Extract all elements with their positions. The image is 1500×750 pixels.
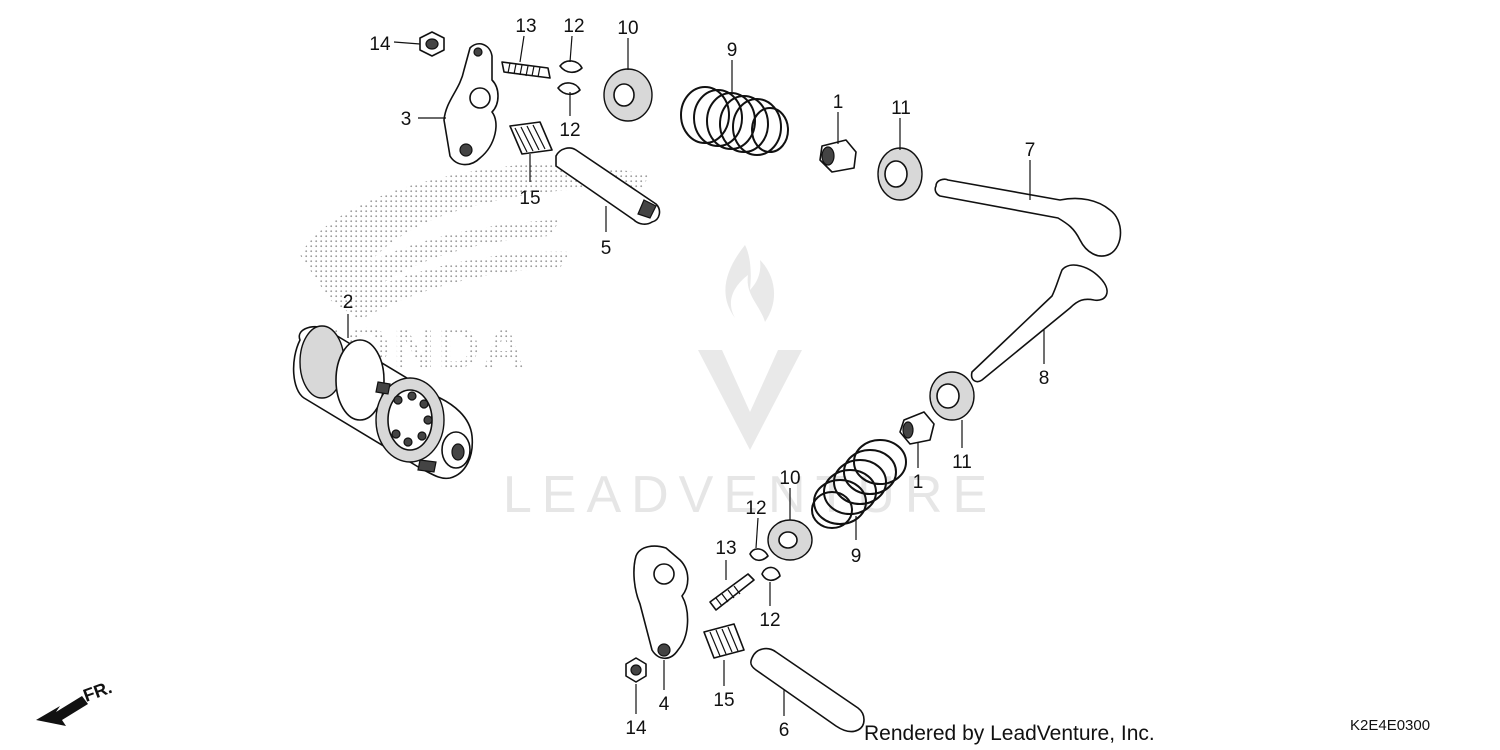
callout-9-top: 9 bbox=[727, 40, 738, 61]
callout-9-bottom: 9 bbox=[851, 546, 862, 567]
leader-lines bbox=[347, 35, 1045, 716]
callout-10-top: 10 bbox=[617, 18, 638, 39]
rocker-shaft-bottom bbox=[750, 647, 865, 733]
valve-stem-seal-bottom bbox=[899, 411, 935, 445]
callout-12-bottom-upper: 12 bbox=[745, 498, 766, 519]
leadventure-watermark: LEADVENTURE bbox=[503, 245, 997, 524]
nut-bottom bbox=[625, 657, 647, 683]
spring-retainer-bottom bbox=[767, 519, 813, 561]
callout-14-bottom: 14 bbox=[625, 718, 647, 739]
watermark-text: LEADVENTURE bbox=[503, 466, 997, 524]
callout-13-top: 13 bbox=[515, 16, 536, 37]
rocker-shaft-top bbox=[555, 147, 661, 225]
valve-spring-top bbox=[680, 86, 789, 156]
rocker-arm-top bbox=[443, 43, 499, 166]
render-credit: Rendered by LeadVenture, Inc. bbox=[864, 722, 1155, 745]
callout-1-bottom: 1 bbox=[913, 472, 924, 493]
callout-15-top: 15 bbox=[519, 188, 540, 209]
callout-8: 8 bbox=[1039, 368, 1050, 389]
needle-bearing-top bbox=[509, 121, 553, 155]
valve-cotter-top bbox=[557, 60, 583, 96]
valve-spring-bottom bbox=[811, 439, 907, 529]
callout-3: 3 bbox=[401, 109, 412, 130]
spring-seat-top bbox=[877, 147, 923, 201]
callout-12-bottom-lower: 12 bbox=[759, 610, 780, 631]
front-label: FR. bbox=[81, 677, 115, 706]
callout-4: 4 bbox=[659, 694, 670, 715]
callout-7: 7 bbox=[1025, 140, 1036, 161]
callout-13-bottom: 13 bbox=[715, 538, 736, 559]
valve-top bbox=[934, 178, 1122, 257]
spring-retainer-top bbox=[603, 68, 653, 122]
callout-11-top: 11 bbox=[891, 98, 911, 119]
adjust-screw-bottom bbox=[709, 573, 755, 611]
callout-5: 5 bbox=[601, 238, 612, 259]
callout-labels: 14 13 12 10 9 1 11 7 3 12 15 5 2 8 1 11 … bbox=[343, 16, 1050, 741]
callout-2: 2 bbox=[343, 292, 354, 313]
callout-12-top-lower: 12 bbox=[559, 120, 580, 141]
callout-6: 6 bbox=[779, 720, 790, 741]
callout-12-top-upper: 12 bbox=[563, 16, 584, 37]
callout-14-top: 14 bbox=[369, 34, 391, 55]
valve-stem-seal-top bbox=[819, 139, 857, 173]
callout-15-bottom: 15 bbox=[713, 690, 734, 711]
callout-10-bottom: 10 bbox=[779, 468, 800, 489]
callout-1-top: 1 bbox=[833, 92, 844, 113]
camshaft bbox=[292, 325, 474, 480]
adjust-screw-top bbox=[501, 61, 551, 79]
nut-top bbox=[419, 31, 445, 57]
diagram-code: K2E4E0300 bbox=[1350, 717, 1430, 734]
valve-cotter-bottom bbox=[749, 548, 781, 582]
front-direction-arrow: FR. bbox=[36, 677, 115, 726]
callout-11-bottom: 11 bbox=[952, 452, 972, 473]
spring-seat-bottom bbox=[929, 371, 975, 421]
rocker-arm-bottom bbox=[633, 545, 689, 660]
needle-bearing-bottom bbox=[703, 623, 745, 659]
valve-bottom bbox=[970, 264, 1108, 383]
